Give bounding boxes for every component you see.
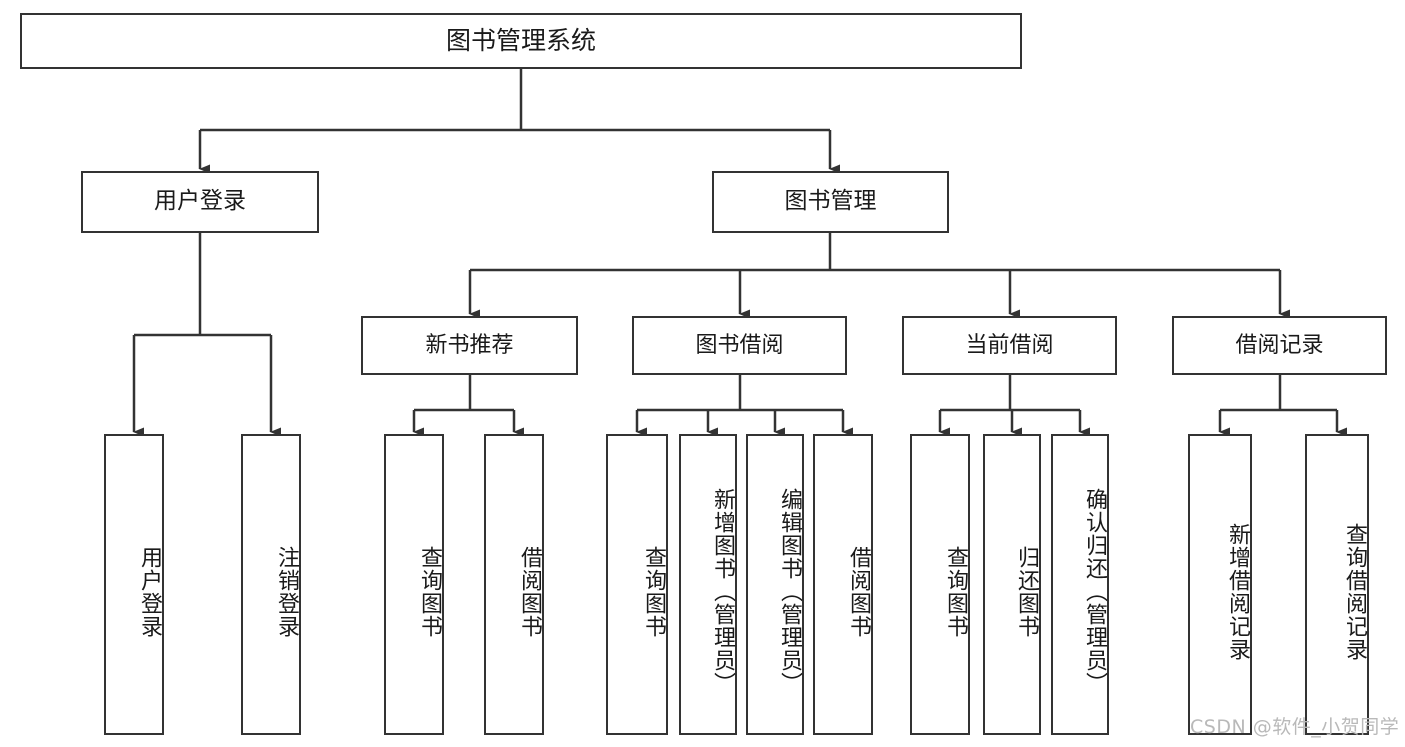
node-label: 查询图书 [943,545,968,638]
node-label: 注销登录 [274,545,299,638]
node-label: 借阅记录 [1235,332,1324,358]
node-label: 图书管理系统 [445,26,596,56]
node-label: 查询借阅记录 [1342,522,1367,661]
node-leaf-user-login[interactable]: 用户登录 [104,434,164,735]
node-book-borrow[interactable]: 图书借阅 [632,316,847,375]
node-label: 查询图书 [641,545,666,638]
node-leaf-query-book-3[interactable]: 查询图书 [910,434,970,735]
node-leaf-borrow-book-2[interactable]: 借阅图书 [813,434,873,735]
node-leaf-query-borrow-record[interactable]: 查询借阅记录 [1305,434,1369,735]
node-label: 借阅图书 [517,545,542,638]
node-leaf-query-book-2[interactable]: 查询图书 [606,434,668,735]
node-label: 用户登录 [137,545,162,638]
node-leaf-borrow-book-1[interactable]: 借阅图书 [484,434,544,735]
node-borrow-record[interactable]: 借阅记录 [1172,316,1387,375]
node-leaf-edit-book-admin[interactable]: 编辑图书（管理员） [746,434,804,735]
node-label: 当前借阅 [965,332,1054,358]
node-label: 借阅图书 [846,545,871,638]
node-label: 确认归还（管理员） [1082,488,1107,695]
node-book-manage[interactable]: 图书管理 [712,171,949,233]
node-label: 查询图书 [417,545,442,638]
node-label: 新增借阅记录 [1225,522,1250,661]
node-leaf-add-book-admin[interactable]: 新增图书（管理员） [679,434,737,735]
node-current-borrow[interactable]: 当前借阅 [902,316,1117,375]
node-label: 用户登录 [154,188,246,215]
node-label: 编辑图书（管理员） [777,488,802,695]
node-leaf-confirm-return-admin[interactable]: 确认归还（管理员） [1051,434,1109,735]
node-root[interactable]: 图书管理系统 [20,13,1022,69]
node-label: 图书借阅 [695,332,784,358]
node-label: 图书管理 [784,188,877,215]
node-label: 归还图书 [1014,545,1039,638]
node-label: 新增图书（管理员） [710,488,735,695]
node-leaf-return-book[interactable]: 归还图书 [983,434,1041,735]
connector-lines [132,69,1347,437]
node-leaf-logout-login[interactable]: 注销登录 [241,434,301,735]
node-leaf-add-borrow-record[interactable]: 新增借阅记录 [1188,434,1252,735]
csdn-watermark: CSDN @软件_小贺同学 [1190,716,1400,738]
node-new-book-recommend[interactable]: 新书推荐 [361,316,578,375]
node-label: 新书推荐 [425,332,514,358]
node-user-login[interactable]: 用户登录 [81,171,319,233]
node-leaf-query-book-1[interactable]: 查询图书 [384,434,444,735]
